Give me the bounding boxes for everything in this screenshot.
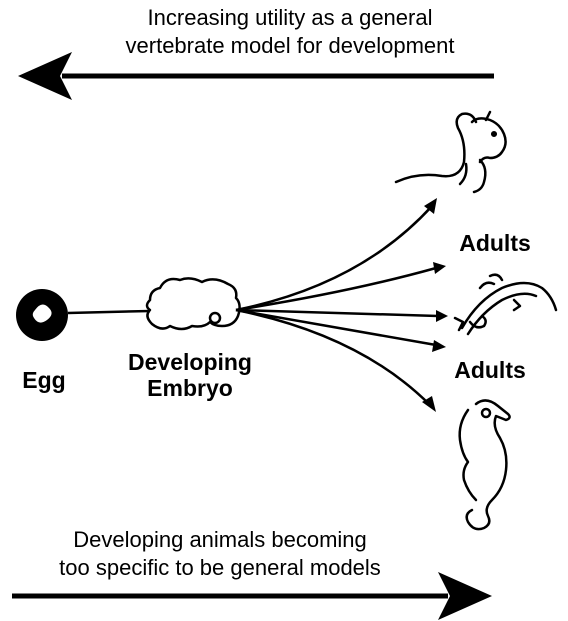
egg-icon [16, 289, 68, 341]
egg-embryo-line [68, 311, 150, 313]
embryo-label-line-1: Developing [95, 349, 285, 375]
bottom-caption-line-2: too specific to be general models [0, 554, 440, 582]
squirrel-icon [396, 112, 506, 192]
seahorse-icon [460, 400, 510, 529]
top-caption-line-2: vertebrate model for development [60, 32, 520, 60]
embryo-label: Developing Embryo [95, 349, 285, 401]
egg-label: Egg [4, 367, 84, 393]
top-caption: Increasing utility as a general vertebra… [60, 4, 520, 60]
embryo-label-line-2: Embryo [95, 375, 285, 401]
adults-label-lower: Adults [435, 357, 545, 383]
bottom-caption: Developing animals becoming too specific… [0, 526, 440, 582]
adults-label-upper: Adults [440, 230, 550, 256]
top-caption-line-1: Increasing utility as a general [60, 4, 520, 32]
bottom-caption-line-1: Developing animals becoming [0, 526, 440, 554]
embryo-icon [147, 278, 240, 329]
lizard-icon [455, 275, 556, 334]
